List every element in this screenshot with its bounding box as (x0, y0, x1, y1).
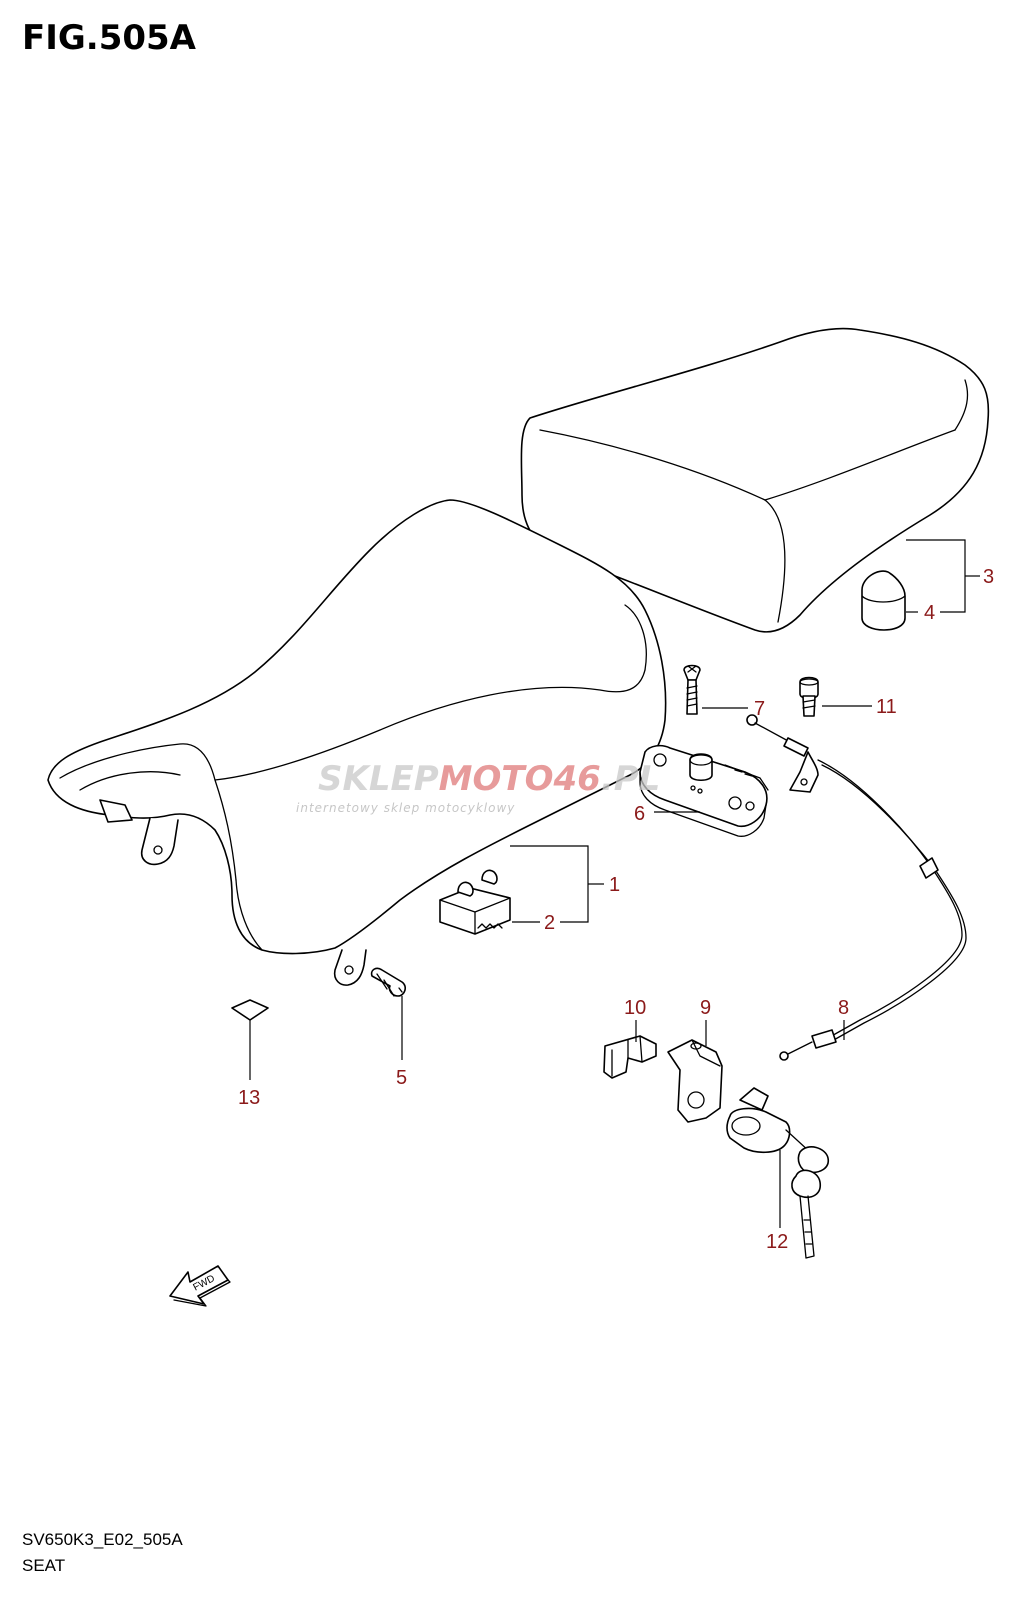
watermark: SKLEPMOTO46.PL internetowy sklep motocyk… (296, 759, 660, 815)
callout-13: 13 (238, 1087, 260, 1109)
seat-lock-cable[interactable] (746, 714, 967, 1061)
fwd-direction-arrow: FWD (169, 1265, 231, 1307)
bolt-11[interactable] (799, 676, 819, 717)
callout-8: 8 (838, 997, 849, 1019)
figure-name: SEAT (22, 1556, 66, 1575)
callout-3: 3 (983, 566, 994, 588)
callout-9: 9 (700, 997, 711, 1019)
callout-7: 7 (754, 698, 765, 720)
svg-text:SKLEPMOTO46.PL: SKLEPMOTO46.PL (318, 759, 660, 799)
screw-7[interactable] (683, 664, 701, 715)
seat-lock-bracket[interactable] (639, 744, 769, 837)
screw-5[interactable] (370, 967, 407, 997)
callout-12: 12 (766, 1231, 788, 1253)
figure-code: SV650K3_E02_505A (22, 1530, 183, 1549)
watermark-brand-d: .PL (601, 759, 661, 799)
seat-damper-block[interactable] (439, 869, 511, 935)
callout-numbers: 1 2 3 4 5 6 7 8 9 10 11 12 13 (238, 566, 994, 1253)
figure-title: FIG.505A (22, 18, 196, 58)
label-plate[interactable] (231, 999, 269, 1021)
callout-5: 5 (396, 1067, 407, 1089)
seat-lock-set[interactable] (726, 1087, 830, 1259)
callout-1: 1 (609, 874, 620, 896)
seat-cushion-rubber[interactable] (861, 570, 906, 631)
watermark-tagline: internetowy sklep motocyklowy (296, 801, 515, 815)
watermark-brand-c: 46 (553, 759, 601, 799)
front-seat[interactable] (47, 499, 667, 986)
cable-clip[interactable] (603, 1035, 657, 1079)
callout-6: 6 (634, 803, 645, 825)
callout-2: 2 (544, 912, 555, 934)
callout-4: 4 (924, 602, 935, 624)
lock-holder-bracket[interactable] (667, 1039, 723, 1123)
leader-lines (249, 539, 980, 1228)
callout-11: 11 (876, 696, 897, 718)
watermark-brand-a: SKLEP (318, 759, 439, 799)
callout-10: 10 (624, 997, 646, 1019)
watermark-brand-b: MOTO (439, 759, 554, 799)
